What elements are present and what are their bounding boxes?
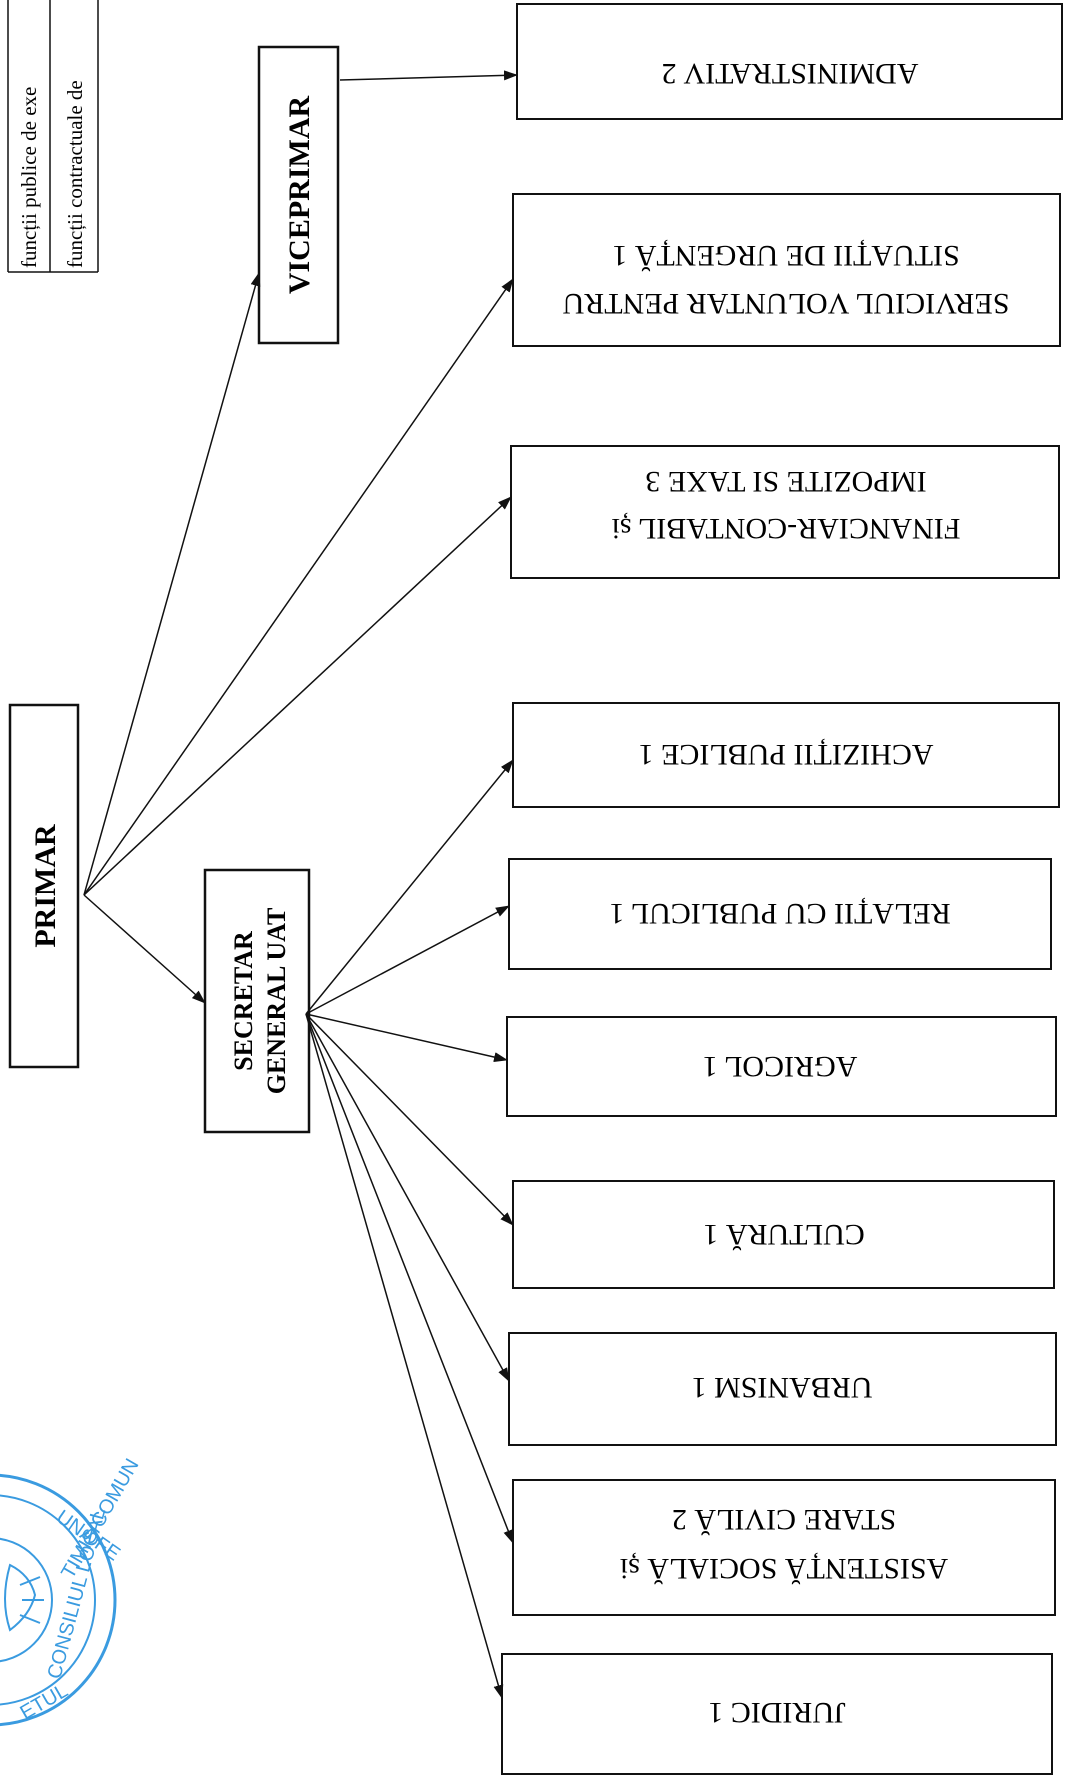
label-agricol: AGRICOL 1 bbox=[703, 1050, 858, 1083]
label-financiar-line2: IMPOZITE SI TAXE 3 bbox=[645, 465, 926, 498]
label-relatii: RELAȚII CU PUBLICUL 1 bbox=[609, 897, 950, 930]
arrow-sec-urbanism bbox=[305, 1013, 510, 1382]
arrow-primar-viceprimar bbox=[83, 272, 261, 896]
legend-row-1: funcții publice de exe bbox=[17, 87, 41, 268]
box-agricol bbox=[506, 1016, 1057, 1117]
connectors bbox=[83, 70, 518, 1699]
primar-box bbox=[8, 703, 80, 1069]
arrow-sec-agricol bbox=[305, 1013, 508, 1062]
label-asistenta-line2: STARE CIVILĂ 2 bbox=[672, 1503, 896, 1536]
svg-text:ETUL: ETUL bbox=[17, 1680, 72, 1725]
label-cultura: CULTURĂ 1 bbox=[703, 1218, 864, 1251]
secretar-label-line2: GENERAL UAT bbox=[262, 908, 291, 1095]
official-stamp: UNA FE TIMIȘ COMUN CONSILIUL LOCAL ETUL bbox=[0, 1455, 144, 1727]
label-financiar-line1: FINANCIAR-CONTABIL și bbox=[612, 512, 961, 545]
box-serviciul-voluntar bbox=[512, 193, 1061, 347]
box-urbanism bbox=[508, 1332, 1057, 1446]
arrow-sec-cultura bbox=[305, 1013, 514, 1226]
label-serviciul-line2: SITUAȚII DE URGENȚĂ 1 bbox=[612, 239, 959, 272]
secretar-box bbox=[203, 868, 311, 1134]
label-juridic: JURIDIC 1 bbox=[708, 1696, 846, 1729]
box-cultura bbox=[512, 1180, 1055, 1289]
arrow-primar-serviciul bbox=[83, 278, 514, 896]
arrow-primar-secretar bbox=[83, 894, 206, 1004]
box-relatii bbox=[508, 858, 1052, 970]
arrow-sec-achizitii bbox=[305, 759, 514, 1015]
box-financiar bbox=[510, 445, 1060, 579]
viceprimar-box bbox=[257, 45, 340, 345]
arrow-vice-administrativ bbox=[339, 70, 518, 81]
label-achizitii: ACHIZIȚII PUBLICE 1 bbox=[639, 738, 934, 771]
label-administrativ: ADMINISTRATIV 2 bbox=[662, 57, 919, 90]
box-achizitii bbox=[512, 702, 1060, 808]
arrow-sec-asistenta bbox=[305, 1013, 514, 1544]
viceprimar-label: VICEPRIMAR bbox=[283, 96, 316, 295]
box-asistenta bbox=[512, 1479, 1056, 1616]
legend: funcții publice de exe funcții contractu… bbox=[7, 0, 99, 273]
box-juridic bbox=[501, 1653, 1053, 1775]
box-administrativ bbox=[516, 3, 1063, 120]
secretar-label-line1: SECRETAR bbox=[229, 931, 258, 1071]
label-serviciul-line1: SERVICIUL VOLUNTAR PENTRU bbox=[562, 287, 1009, 320]
primar-label: PRIMAR bbox=[29, 824, 62, 948]
label-asistenta-line1: ASISTENȚĂ SOCIALĂ și bbox=[620, 1552, 948, 1585]
arrow-primar-financiar bbox=[83, 496, 512, 896]
legend-row-2: funcții contractuale de bbox=[63, 80, 87, 268]
arrow-sec-juridic bbox=[305, 1013, 504, 1699]
label-urbanism: URBANISM 1 bbox=[692, 1371, 873, 1404]
arrow-sec-relatii bbox=[305, 905, 510, 1015]
